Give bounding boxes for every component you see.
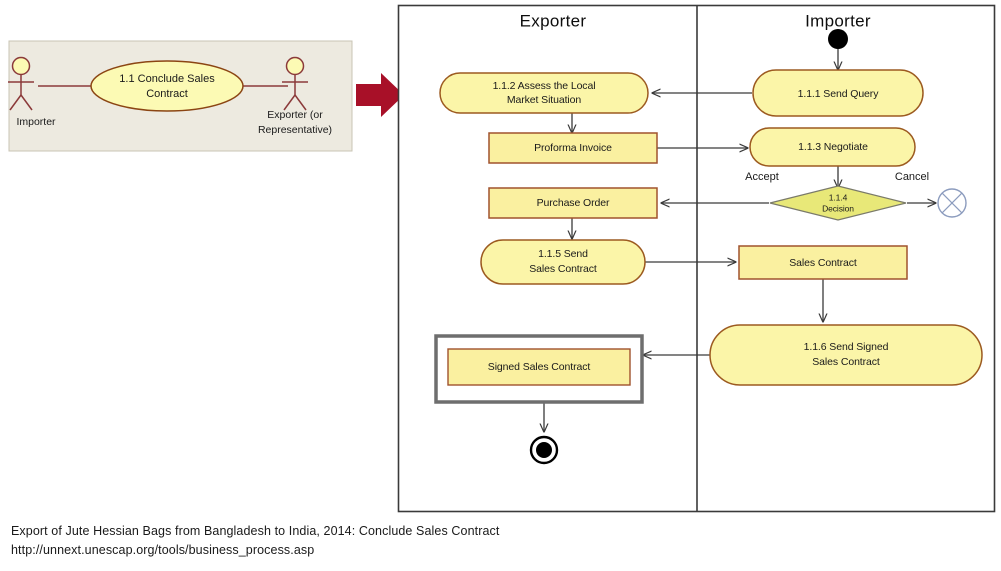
object-node-proforma-invoice[interactable]: Proforma Invoice xyxy=(488,132,658,164)
caption-line-1: Export of Jute Hessian Bags from Banglad… xyxy=(11,524,500,538)
actor-leg-left-icon xyxy=(9,94,22,111)
activity-node-111-label: 1.1.1 Send Query xyxy=(798,88,880,100)
decision-node-114-shape[interactable] xyxy=(769,185,907,221)
red-arrow-shape xyxy=(356,73,404,117)
object-node-sales-contract[interactable]: Sales Contract xyxy=(738,245,908,280)
guard-label-accept: Accept xyxy=(745,171,779,183)
usecase-label-line1: 1.1 Conclude Sales xyxy=(119,73,215,85)
usecase-ellipse[interactable] xyxy=(90,60,244,112)
activity-node-111-shape[interactable] xyxy=(752,69,924,117)
actor-head-icon xyxy=(285,56,305,76)
activity-node-113[interactable]: 1.1.3 Negotiate xyxy=(749,127,916,167)
lane-title-importer: Importer xyxy=(805,11,871,30)
actor-importer: Importer xyxy=(8,56,56,128)
actor-head-icon xyxy=(11,56,31,76)
activity-node-111[interactable]: 1.1.1 Send Query xyxy=(752,69,924,117)
guard-label-cancel: Cancel xyxy=(895,171,929,183)
object-node-signed-sales-contract-shape[interactable] xyxy=(447,348,631,386)
object-node-purchase-order-shape[interactable] xyxy=(488,187,658,219)
object-node-proforma-invoice-label: Proforma Invoice xyxy=(534,142,612,154)
object-node-purchase-order[interactable]: Purchase Order xyxy=(488,187,658,219)
object-node-purchase-order-label: Purchase Order xyxy=(537,197,610,209)
activity-node-112[interactable]: 1.1.2 Assess the Local Market Situation xyxy=(439,72,649,114)
actor-exporter: Exporter (or Representative) xyxy=(258,56,332,136)
activity-node-116[interactable]: 1.1.6 Send Signed Sales Contract xyxy=(709,324,983,386)
initial-node[interactable] xyxy=(828,29,848,49)
decision-node-114-label-line2: Decision xyxy=(822,203,854,213)
actor-exporter-label-line2: Representative) xyxy=(258,124,332,136)
final-node-inner-dot-icon xyxy=(536,442,552,458)
object-node-signed-sales-contract[interactable]: Signed Sales Contract xyxy=(434,334,644,404)
activity-node-112-shape[interactable] xyxy=(439,72,649,114)
decision-node-114[interactable]: 1.1.4 Decision xyxy=(769,185,907,221)
activity-node-113-shape[interactable] xyxy=(749,127,916,167)
activity-node-116-shape[interactable] xyxy=(709,324,983,386)
usecase-conclude-sales-contract[interactable]: 1.1 Conclude Sales Contract xyxy=(90,60,244,112)
activity-node-116-label-line1: 1.1.6 Send Signed xyxy=(804,341,889,353)
usecase-label-line2: Contract xyxy=(146,88,188,100)
activity-node-115-label-line1: 1.1.5 Send xyxy=(538,248,588,260)
activity-node-115-label-line2: Sales Contract xyxy=(529,263,597,275)
lane-title-exporter: Exporter xyxy=(520,11,587,30)
activity-node-116-label-line2: Sales Contract xyxy=(812,356,880,368)
flow-final-node[interactable] xyxy=(937,188,967,218)
activity-diagram: Exporter Importer xyxy=(397,4,996,513)
actor-importer-label: Importer xyxy=(16,116,56,128)
final-node[interactable] xyxy=(529,435,559,465)
usecase-panel: Importer Exporter (or Representative) 1.… xyxy=(8,40,353,152)
activity-node-115-shape[interactable] xyxy=(480,239,646,285)
activity-node-112-label-line1: 1.1.2 Assess the Local xyxy=(493,80,596,92)
activity-node-113-label: 1.1.3 Negotiate xyxy=(798,141,868,153)
actor-exporter-label-line1: Exporter (or xyxy=(267,109,323,121)
red-right-arrow-icon xyxy=(356,73,404,117)
object-node-sales-contract-shape[interactable] xyxy=(738,245,908,280)
activity-node-115[interactable]: 1.1.5 Send Sales Contract xyxy=(480,239,646,285)
object-node-signed-sales-contract-label: Signed Sales Contract xyxy=(488,361,591,373)
actor-leg-left-icon xyxy=(283,94,296,111)
activity-node-112-label-line2: Market Situation xyxy=(507,94,582,106)
object-node-sales-contract-label: Sales Contract xyxy=(789,257,857,269)
decision-node-114-label-line1: 1.1.4 xyxy=(829,192,848,202)
actor-leg-right-icon xyxy=(294,94,307,111)
actor-leg-right-icon xyxy=(20,94,33,111)
object-node-proforma-invoice-shape[interactable] xyxy=(488,132,658,164)
caption-line-2: http://unnext.unescap.org/tools/business… xyxy=(11,543,315,557)
flow-final-x-icon xyxy=(941,192,963,214)
